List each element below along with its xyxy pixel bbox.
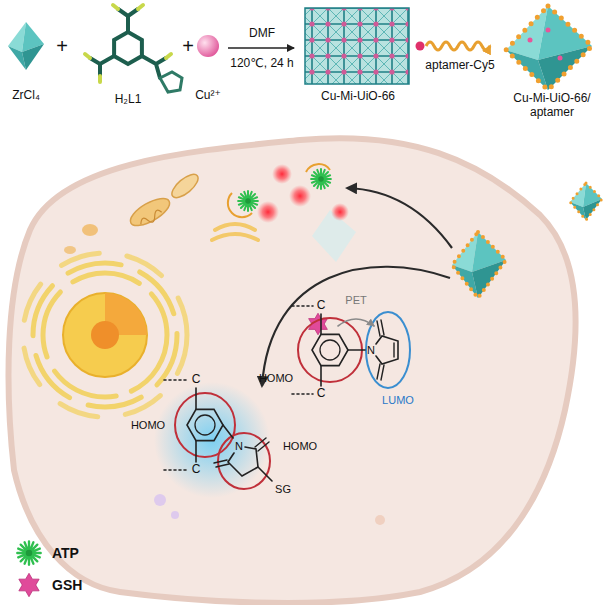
pathway-arrow: [347, 188, 452, 248]
copper-ion: [197, 35, 219, 57]
cu-mi-uio-66-crystal: [305, 8, 409, 84]
zrcl4-icon: [8, 22, 44, 70]
cell-membrane: [9, 138, 576, 603]
text-label: HOMO: [283, 440, 317, 453]
legend-gsh-icon: [19, 573, 39, 596]
fluorescence-glow: [154, 382, 270, 498]
legend-entry: ATP: [52, 545, 79, 561]
maleimide-quenched: [292, 306, 410, 394]
text-label: HOMO: [131, 419, 165, 432]
text-label: C: [317, 299, 326, 313]
legend-entry: GSH: [52, 577, 82, 593]
text-label: Cu-Mi-UiO-66: [321, 90, 395, 104]
text-label: H₂L1: [115, 93, 142, 107]
h2l1-molecule: [85, 5, 182, 92]
text-label: N: [367, 344, 375, 357]
mof-outside-cell: [570, 183, 602, 220]
text-label: C: [192, 373, 201, 387]
text-label: +: [182, 35, 194, 58]
text-label: SG: [275, 483, 291, 496]
text-label: ZrCl₄: [12, 89, 40, 103]
maleimide-gsh-adduct: [164, 380, 272, 489]
golgi: [212, 224, 258, 240]
mof-in-cell: [452, 232, 506, 298]
text-label: Cu-Mi-UiO-66/ aptamer: [506, 92, 598, 120]
text-label: 120℃, 24 h: [230, 57, 294, 71]
released-fluorescence: [228, 164, 356, 262]
lysosomes: [154, 494, 385, 525]
text-label: N: [235, 440, 243, 453]
mitochondria: [64, 170, 202, 254]
product-octahedron: [506, 6, 592, 90]
legend-text: GSH: [52, 577, 82, 593]
text-label: C: [317, 387, 326, 401]
text-label: C: [192, 463, 201, 477]
text-label: LUMO: [382, 394, 414, 407]
legend-atp-icon: [17, 541, 40, 564]
nucleus: [63, 293, 147, 377]
aptamer-strand: [416, 42, 491, 51]
text-label: HOMO: [259, 372, 293, 385]
pathway-arrow: [262, 267, 450, 386]
reaction-arrow: [228, 47, 294, 49]
text-label: PET: [345, 294, 366, 307]
legend-text: ATP: [52, 545, 79, 561]
text-label: aptamer-Cy5: [425, 59, 494, 73]
text-label: DMF: [249, 27, 275, 41]
text-label: Cu²⁺: [195, 89, 221, 103]
text-label: +: [56, 35, 68, 58]
endoplasmic-reticulum: [23, 253, 187, 417]
